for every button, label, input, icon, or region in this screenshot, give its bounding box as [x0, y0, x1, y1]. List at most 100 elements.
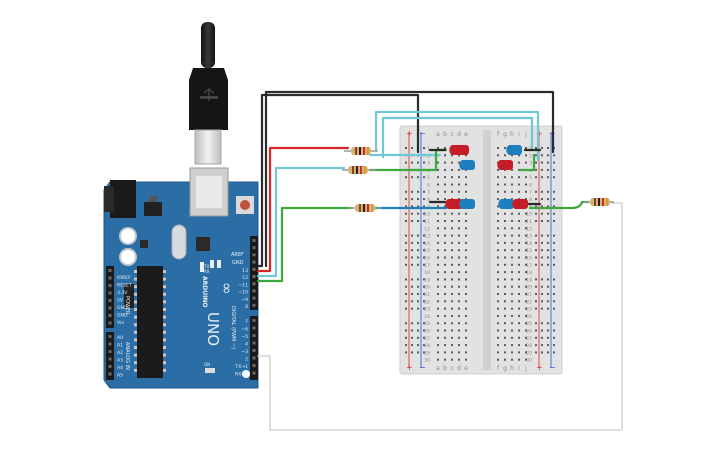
rail-hole[interactable] [405, 263, 407, 266]
breadboard-hole[interactable] [518, 300, 520, 303]
breadboard-hole[interactable] [437, 176, 439, 179]
breadboard-hole[interactable] [504, 293, 506, 295]
breadboard-hole[interactable] [511, 307, 513, 310]
rail-hole[interactable] [417, 300, 419, 303]
breadboard-hole[interactable] [444, 249, 446, 252]
breadboard-hole[interactable] [504, 183, 506, 186]
rail-hole[interactable] [423, 351, 425, 354]
rail-hole[interactable] [553, 154, 555, 157]
breadboard-hole[interactable] [444, 241, 446, 244]
breadboard-hole[interactable] [465, 358, 467, 361]
breadboard-holes[interactable] [405, 147, 555, 361]
breadboard-hole[interactable] [497, 241, 499, 244]
breadboard-hole[interactable] [511, 358, 513, 361]
breadboard-hole[interactable] [504, 154, 506, 157]
breadboard-hole[interactable] [504, 263, 506, 266]
rail-hole[interactable] [417, 220, 419, 222]
breadboard-hole[interactable] [511, 190, 513, 193]
breadboard-hole[interactable] [497, 322, 499, 325]
breadboard-hole[interactable] [518, 154, 520, 157]
breadboard-hole[interactable] [451, 190, 453, 193]
header-pin[interactable] [108, 314, 112, 317]
led-blue-3[interactable] [506, 145, 522, 155]
breadboard-hole[interactable] [458, 161, 460, 164]
breadboard-hole[interactable] [525, 336, 527, 339]
breadboard-hole[interactable] [525, 234, 527, 237]
breadboard-hole[interactable] [504, 329, 506, 332]
breadboard-hole[interactable] [465, 307, 467, 310]
rail-hole[interactable] [411, 351, 413, 354]
breadboard-hole[interactable] [437, 336, 439, 339]
rail-hole[interactable] [423, 300, 425, 303]
rail-hole[interactable] [541, 344, 543, 347]
rail-hole[interactable] [535, 176, 537, 179]
breadboard-hole[interactable] [525, 322, 527, 325]
rail-hole[interactable] [547, 241, 549, 244]
rail-hole[interactable] [405, 198, 407, 201]
breadboard-hole[interactable] [444, 168, 446, 171]
rail-hole[interactable] [547, 322, 549, 325]
breadboard-hole[interactable] [444, 271, 446, 274]
breadboard-hole[interactable] [465, 271, 467, 274]
led-blue-2[interactable] [459, 199, 475, 209]
header-pin[interactable] [252, 282, 256, 286]
breadboard-hole[interactable] [511, 336, 513, 339]
breadboard-hole[interactable] [525, 278, 527, 281]
breadboard-hole[interactable] [518, 293, 520, 295]
breadboard-hole[interactable] [497, 183, 499, 186]
breadboard-hole[interactable] [465, 314, 467, 317]
breadboard-hole[interactable] [437, 271, 439, 274]
breadboard-hole[interactable] [504, 176, 506, 179]
breadboard-hole[interactable] [525, 344, 527, 347]
breadboard-hole[interactable] [511, 344, 513, 347]
breadboard-hole[interactable] [458, 314, 460, 317]
rail-hole[interactable] [411, 212, 413, 215]
breadboard-hole[interactable] [504, 256, 506, 259]
breadboard-hole[interactable] [444, 322, 446, 325]
breadboard-hole[interactable] [518, 351, 520, 354]
rail-hole[interactable] [547, 278, 549, 281]
breadboard-hole[interactable] [437, 278, 439, 281]
breadboard-hole[interactable] [437, 322, 439, 325]
breadboard-hole[interactable] [465, 344, 467, 347]
rail-hole[interactable] [547, 285, 549, 288]
rail-hole[interactable] [553, 212, 555, 215]
breadboard-hole[interactable] [437, 241, 439, 244]
rail-hole[interactable] [411, 278, 413, 281]
rail-hole[interactable] [405, 176, 407, 179]
breadboard-hole[interactable] [525, 314, 527, 317]
rail-hole[interactable] [405, 329, 407, 332]
breadboard-hole[interactable] [504, 212, 506, 215]
rail-hole[interactable] [553, 285, 555, 288]
rail-hole[interactable] [547, 176, 549, 179]
rail-hole[interactable] [541, 190, 543, 193]
breadboard-hole[interactable] [518, 227, 520, 230]
rail-hole[interactable] [411, 322, 413, 325]
rail-hole[interactable] [541, 154, 543, 157]
breadboard-hole[interactable] [437, 285, 439, 288]
breadboard-hole[interactable] [451, 176, 453, 179]
rail-hole[interactable] [411, 234, 413, 237]
rail-hole[interactable] [541, 285, 543, 288]
breadboard-hole[interactable] [444, 161, 446, 164]
rail-hole[interactable] [417, 293, 419, 295]
rail-hole[interactable] [553, 278, 555, 281]
breadboard-hole[interactable] [437, 300, 439, 303]
breadboard-hole[interactable] [451, 322, 453, 325]
breadboard-hole[interactable] [504, 322, 506, 325]
breadboard-hole[interactable] [518, 322, 520, 325]
rail-hole[interactable] [535, 212, 537, 215]
breadboard-hole[interactable] [518, 220, 520, 222]
rail-hole[interactable] [405, 205, 407, 208]
rail-hole[interactable] [541, 256, 543, 259]
rail-hole[interactable] [535, 234, 537, 237]
breadboard-hole[interactable] [504, 271, 506, 274]
resistor-2[interactable] [342, 166, 376, 174]
rail-hole[interactable] [541, 176, 543, 179]
rail-hole[interactable] [423, 322, 425, 325]
rail-hole[interactable] [547, 154, 549, 157]
breadboard-hole[interactable] [511, 176, 513, 179]
rail-hole[interactable] [541, 278, 543, 281]
rail-hole[interactable] [553, 351, 555, 354]
